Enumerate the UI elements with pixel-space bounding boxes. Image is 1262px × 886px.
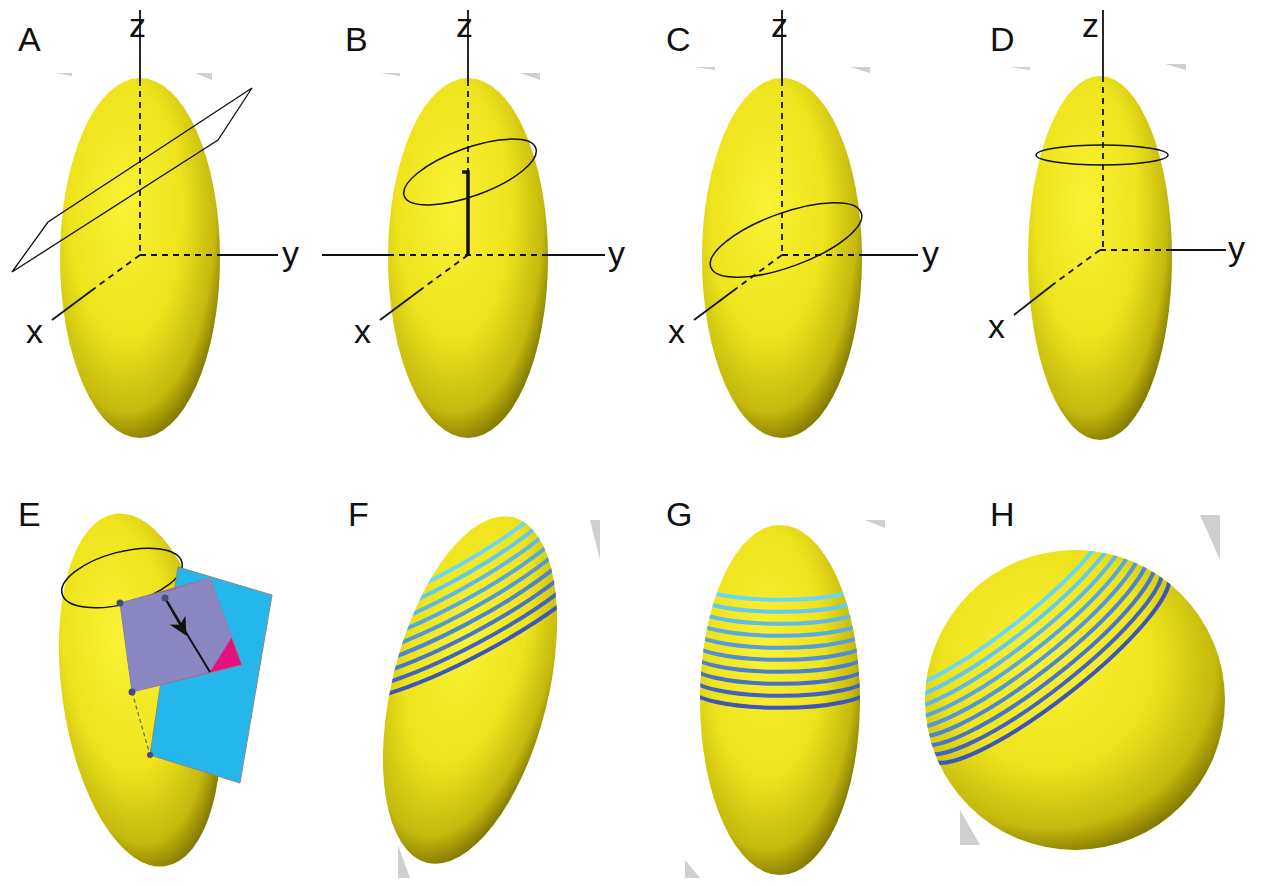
coil-turn: [285, 468, 584, 649]
panel-c: [694, 10, 918, 438]
coil-turn: [316, 527, 615, 708]
axis-label: x: [354, 314, 371, 348]
coil-turn: [290, 478, 589, 659]
ellipsoid: [1028, 76, 1172, 440]
ellipsoid: [700, 525, 860, 875]
coil-rings: [690, 580, 870, 708]
panel-letter: D: [990, 22, 1015, 56]
cutting-plane: [12, 88, 252, 272]
axis-label: y: [608, 236, 625, 270]
coil-turn: [931, 575, 1188, 786]
normal-plane: [120, 578, 242, 692]
section-ellipse: [396, 126, 544, 219]
axis-label: y: [922, 236, 939, 270]
axis-label: y: [282, 236, 299, 270]
coil-turn: [917, 557, 1174, 768]
coil-turn: [690, 604, 870, 624]
coil-turn: [321, 536, 620, 717]
coil-turn: [690, 664, 870, 684]
coil-turn: [690, 616, 870, 636]
coil-turn: [690, 652, 870, 672]
section-ellipse: [1036, 145, 1168, 165]
panel-e: [38, 503, 272, 877]
section-ellipse: [702, 187, 871, 292]
sphere: [925, 550, 1225, 850]
panel-letter: H: [990, 497, 1015, 531]
coil-turn: [305, 507, 604, 688]
panel-g: [690, 525, 870, 875]
panel-a: [12, 10, 278, 438]
panel-letter: B: [345, 22, 368, 56]
coil-turn: [300, 497, 599, 678]
panel-d: [1014, 10, 1226, 440]
axis-label: x: [988, 309, 1005, 343]
axis-label: y: [1228, 231, 1245, 265]
panel-letter: F: [348, 497, 369, 531]
coil-rings: [263, 411, 648, 785]
coil-turn: [690, 640, 870, 660]
plane-overlap: [120, 578, 232, 692]
panel-letter: E: [18, 497, 41, 531]
panel-b: [322, 10, 605, 438]
ellipsoid: [351, 498, 588, 881]
coil-turn: [295, 488, 594, 669]
coil-turn: [690, 580, 870, 600]
axis-label: z: [129, 8, 146, 42]
panel-letter: C: [666, 22, 691, 56]
panel-f: [236, 411, 648, 886]
axis-label: z: [771, 8, 788, 42]
ellipsoid: [388, 78, 548, 438]
coil-turn: [311, 517, 610, 698]
coil-turn: [326, 546, 625, 727]
panel-letter: A: [18, 22, 41, 56]
ellipsoid: [702, 78, 862, 438]
coil-turn: [924, 566, 1181, 777]
axis-label: x: [668, 314, 685, 348]
coil-turn: [690, 628, 870, 648]
coil-turn: [690, 688, 870, 708]
axis-label: z: [456, 8, 473, 42]
coil-turn: [911, 549, 1168, 760]
offset-bracket: [462, 172, 468, 255]
panel-letter: G: [666, 497, 692, 531]
axis-label: z: [1082, 8, 1099, 42]
axis-label: x: [26, 314, 43, 348]
coil-rings: [877, 505, 1188, 785]
coil-turn: [690, 676, 870, 696]
panel-h: [877, 505, 1225, 850]
ellipsoid: [60, 78, 220, 438]
coil-turn: [690, 592, 870, 612]
